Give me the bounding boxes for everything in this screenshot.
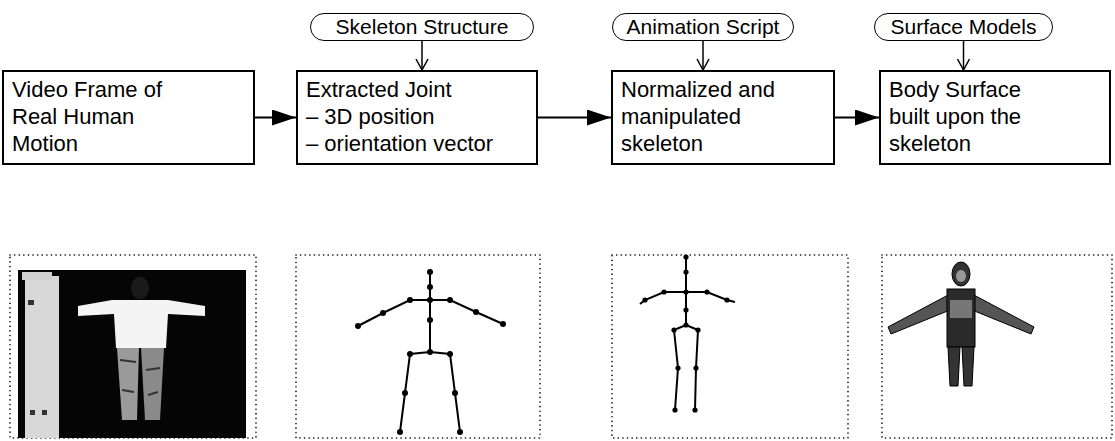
frame-panel [296, 255, 540, 438]
surface-model [888, 262, 1034, 386]
box-text: Video Frame of Real Human Motion [12, 77, 184, 157]
box-text: Extracted Joint [306, 77, 528, 104]
input-label: Surface Models [874, 13, 1053, 41]
frame-panel [612, 255, 848, 438]
box-text: – 3D position [306, 104, 528, 131]
process-box: Extracted Joint– 3D position– orientatio… [296, 70, 538, 165]
skeleton-figure [640, 257, 735, 410]
joint-dots [642, 254, 729, 412]
frame-panel [882, 255, 1112, 438]
process-box: Video Frame of Real Human Motion [2, 70, 255, 165]
input-label-text: Animation Script [627, 15, 780, 39]
flow-arrow [538, 117, 611, 119]
video-frame [18, 270, 246, 438]
skeleton-figure [358, 272, 503, 432]
box-text: Body Surface built upon the skeleton [889, 77, 1055, 157]
flow-arrow [835, 117, 879, 119]
flow-arrow [255, 117, 296, 119]
input-arrow [421, 41, 423, 70]
input-label-text: Skeleton Structure [336, 15, 509, 39]
frame-panel [10, 255, 256, 438]
box-text: – orientation vector [306, 131, 528, 158]
input-arrow [702, 41, 704, 70]
input-label: Animation Script [612, 13, 794, 41]
joint-dots [355, 269, 506, 435]
process-box: Normalized and manipulated skeleton [611, 70, 835, 165]
input-label: Skeleton Structure [310, 13, 534, 41]
input-label-text: Surface Models [891, 15, 1037, 39]
input-arrow [963, 41, 965, 70]
box-text: Normalized and manipulated skeleton [621, 77, 803, 157]
process-box: Body Surface built upon the skeleton [879, 70, 1111, 165]
